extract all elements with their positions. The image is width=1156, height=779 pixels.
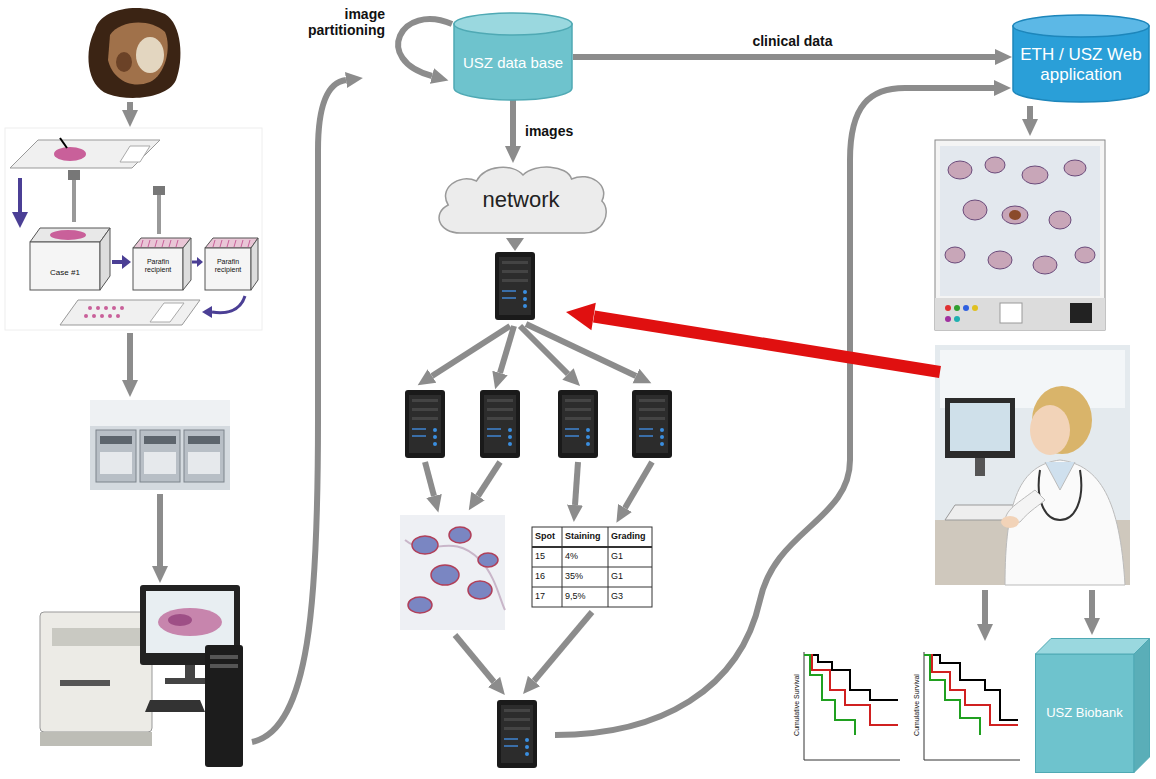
web-app-screenshot [935, 140, 1105, 330]
block-label: Case #1 [30, 268, 100, 277]
slide-scanner [40, 585, 243, 767]
axis-label: Cumulative Survival [913, 674, 921, 736]
node-label: network [482, 187, 559, 212]
node-label: USZ data base [463, 54, 563, 71]
block-label: Parafin recipient [133, 258, 183, 274]
step-label: image partitioning [290, 6, 385, 38]
table-cell: 9,5% [565, 591, 608, 601]
survival-plot [790, 645, 905, 773]
table-cell: 16 [535, 571, 562, 581]
tissue-microarray-illustration [5, 128, 262, 330]
table-header: Spot [535, 531, 562, 541]
table-cell: 15 [535, 551, 562, 561]
node-label: ETH / USZ Web application [1020, 45, 1142, 84]
table-cell: G1 [611, 571, 652, 581]
connector-label: clinical data [750, 33, 834, 49]
table-cell: G1 [611, 551, 652, 561]
survival-plot [910, 645, 1025, 773]
tissue-photo [88, 8, 180, 98]
stainer-photo [90, 400, 230, 490]
network-cloud: network [430, 163, 612, 237]
connector-arrow [510, 100, 516, 146]
request-arrow [566, 303, 940, 372]
arrow-head [506, 238, 524, 251]
table-cell: 4% [565, 551, 608, 561]
web-application-cylinder: ETH / USZ Web application [1012, 14, 1150, 102]
node-text-area: network [430, 163, 612, 237]
cell-image [400, 515, 505, 630]
axis-label: Cumulative Survival [793, 674, 801, 736]
table-cell: 35% [565, 571, 608, 581]
table-header: Grading [611, 531, 652, 541]
biobank-cube: USZ Biobank [1035, 638, 1150, 773]
database-cylinder: USZ data base [453, 12, 573, 100]
doctor-photo [935, 345, 1130, 585]
connector-arrow [573, 54, 995, 60]
node-text-area: ETH / USZ Web application [1012, 36, 1150, 94]
servers [405, 252, 672, 768]
table-header: Staining [565, 531, 608, 541]
node-text-area: USZ Biobank [1035, 654, 1134, 773]
block-label: Parafin recipient [205, 258, 251, 274]
node-label: USZ Biobank [1046, 706, 1123, 721]
node-text-area: USZ data base [453, 34, 573, 92]
table-cell: G3 [611, 591, 652, 601]
connector-label: images [523, 123, 575, 139]
results-table [532, 527, 652, 607]
table-cell: 17 [535, 591, 562, 601]
